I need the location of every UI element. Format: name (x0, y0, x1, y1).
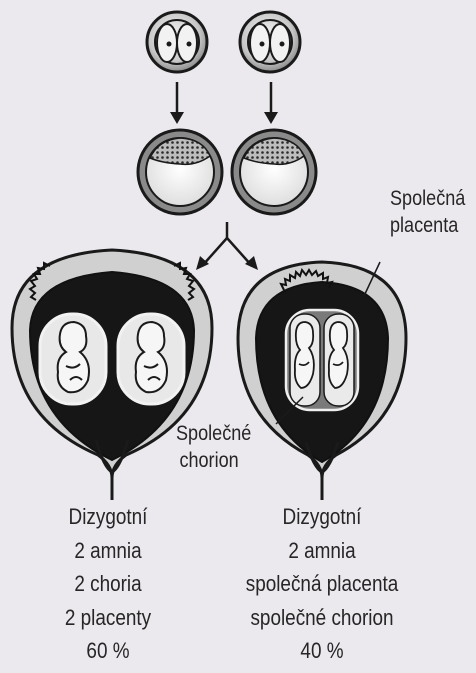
caption-left-placenta: 2 placenty (5, 601, 211, 635)
caption-right-type: Dizygotní (219, 500, 425, 534)
fetus-right-2 (329, 322, 348, 388)
caption-right-chorion: společné chorion (219, 601, 425, 635)
blastocyst-left (138, 130, 222, 214)
fetus-left-1 (58, 322, 89, 392)
caption-left: Dizygotní 2 amnia 2 choria 2 placenty 60… (0, 500, 228, 668)
shared-placenta-label: Společná placenta (390, 185, 476, 239)
zygote-right (240, 12, 300, 72)
caption-left-amnia: 2 amnia (5, 534, 211, 568)
arrow-down-left (170, 82, 184, 124)
shared-placenta-label-line-1: Společná (390, 185, 465, 212)
fetus-right-1 (295, 322, 314, 388)
shared-chorion-label-line-1: Společné (176, 420, 251, 447)
fetus-left-2 (136, 322, 167, 392)
shared-chorion-label-line-2: chorion (176, 447, 251, 474)
arrow-branch (196, 222, 258, 270)
arrow-down-right (264, 82, 278, 124)
caption-right-amnia: 2 amnia (219, 534, 425, 568)
blastocyst-right (232, 130, 316, 214)
caption-left-type: Dizygotní (5, 500, 211, 534)
caption-left-choria: 2 choria (5, 567, 211, 601)
caption-left-percent: 60 % (5, 634, 211, 668)
caption-right: Dizygotní 2 amnia společná placenta spol… (202, 500, 442, 668)
zygote-left (147, 12, 207, 72)
shared-chorion-label: Společné chorion (176, 420, 264, 474)
caption-right-percent: 40 % (219, 634, 425, 668)
shared-placenta-label-line-2: placenta (390, 212, 465, 239)
caption-right-placenta: společná placenta (219, 567, 425, 601)
